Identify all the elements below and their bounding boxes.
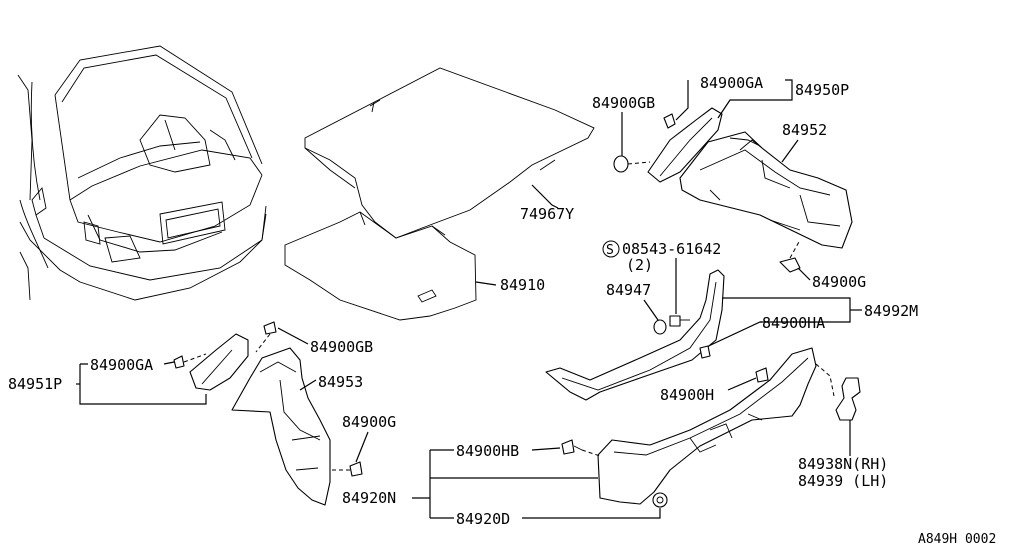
leader-84900GB-left <box>277 327 309 345</box>
leader-84900H <box>727 377 757 391</box>
label-84900G-left: 84900G <box>342 413 396 431</box>
bracket-84951P <box>189 333 249 391</box>
label-84900GA-top: 84900GA <box>700 74 763 92</box>
trunk-mat-74967Y <box>304 67 595 239</box>
side-trim-84953 <box>231 347 331 506</box>
dash-84900GA-left <box>183 353 207 363</box>
label-84900GB-top: 84900GB <box>592 94 655 112</box>
label-84900H: 84900H <box>660 386 714 404</box>
clip-84900HA <box>699 345 711 359</box>
leader-84953 <box>299 379 317 391</box>
label-84950P: 84950P <box>795 81 849 99</box>
side-trim-84952 <box>679 131 853 249</box>
leader-84947 <box>643 299 659 321</box>
label-84947: 84947 <box>606 281 651 299</box>
label-84938N: 84938N(RH) <box>798 455 888 473</box>
leader-84900HB <box>531 447 561 451</box>
label-84900HB: 84900HB <box>456 442 519 460</box>
car-rear-illustration <box>17 45 267 301</box>
leader-84950P-bracket <box>717 79 793 119</box>
label-84900HA: 84900HA <box>762 314 825 332</box>
leader-84910 <box>475 281 497 286</box>
leader-74967Y <box>531 184 559 209</box>
trunk-floor-mat-84910 <box>284 211 477 321</box>
dash-84900G-right <box>789 239 801 259</box>
dash-84900GB-top <box>627 161 651 165</box>
grommet-84920D <box>652 492 668 508</box>
label-08543-qty: (2) <box>626 256 653 274</box>
bracket-84938N <box>835 377 861 421</box>
screw-symbol-letter: S <box>606 243 614 258</box>
leader-84900G-right <box>797 267 811 281</box>
label-84920N: 84920N <box>342 489 396 507</box>
clip-84900GB-top <box>613 155 629 173</box>
screw-08543 <box>669 315 690 327</box>
label-84900GB-left: 84900GB <box>310 338 373 356</box>
dash-84900HB <box>581 449 601 457</box>
label-84951P: 84951P <box>8 375 62 393</box>
leader-84900G-left <box>355 431 369 463</box>
screw-symbol-icon <box>602 240 620 258</box>
leader-84952 <box>781 139 799 163</box>
label-84920D: 84920D <box>456 510 510 528</box>
dash-84900GB-left <box>255 333 271 353</box>
clip-84900HB <box>561 439 583 455</box>
label-84900G-right: 84900G <box>812 273 866 291</box>
label-84953: 84953 <box>318 373 363 391</box>
clip-84900H <box>755 367 769 383</box>
clip-84900GA-top <box>663 113 676 129</box>
clip-84900G-left <box>349 461 363 477</box>
label-08543-61642: 08543-61642 <box>622 240 721 258</box>
diagram-code: A849H 0002 <box>918 532 996 547</box>
label-84952: 84952 <box>782 121 827 139</box>
leader-84900GA-top <box>675 80 689 121</box>
leader-84920D <box>522 508 661 519</box>
clip-84947 <box>653 319 667 335</box>
sill-plate-84900HA <box>545 269 725 401</box>
leader-84900GA-left <box>163 361 175 365</box>
dash-84938N <box>815 363 835 397</box>
clip-84900GA-left <box>173 355 185 369</box>
label-84939: 84939 (LH) <box>798 472 888 490</box>
label-84992M: 84992M <box>864 302 918 320</box>
bracket-84950P <box>647 107 723 183</box>
clip-84900G-right <box>779 257 801 273</box>
rear-panel-84920N <box>597 347 817 505</box>
label-74967Y: 74967Y <box>520 205 574 223</box>
clip-84900GB-left <box>263 321 277 335</box>
label-84900GA-left: 84900GA <box>90 356 153 374</box>
bracket-84992M <box>699 297 851 351</box>
bracket-84920N-lines <box>429 449 598 519</box>
label-84910: 84910 <box>500 276 545 294</box>
